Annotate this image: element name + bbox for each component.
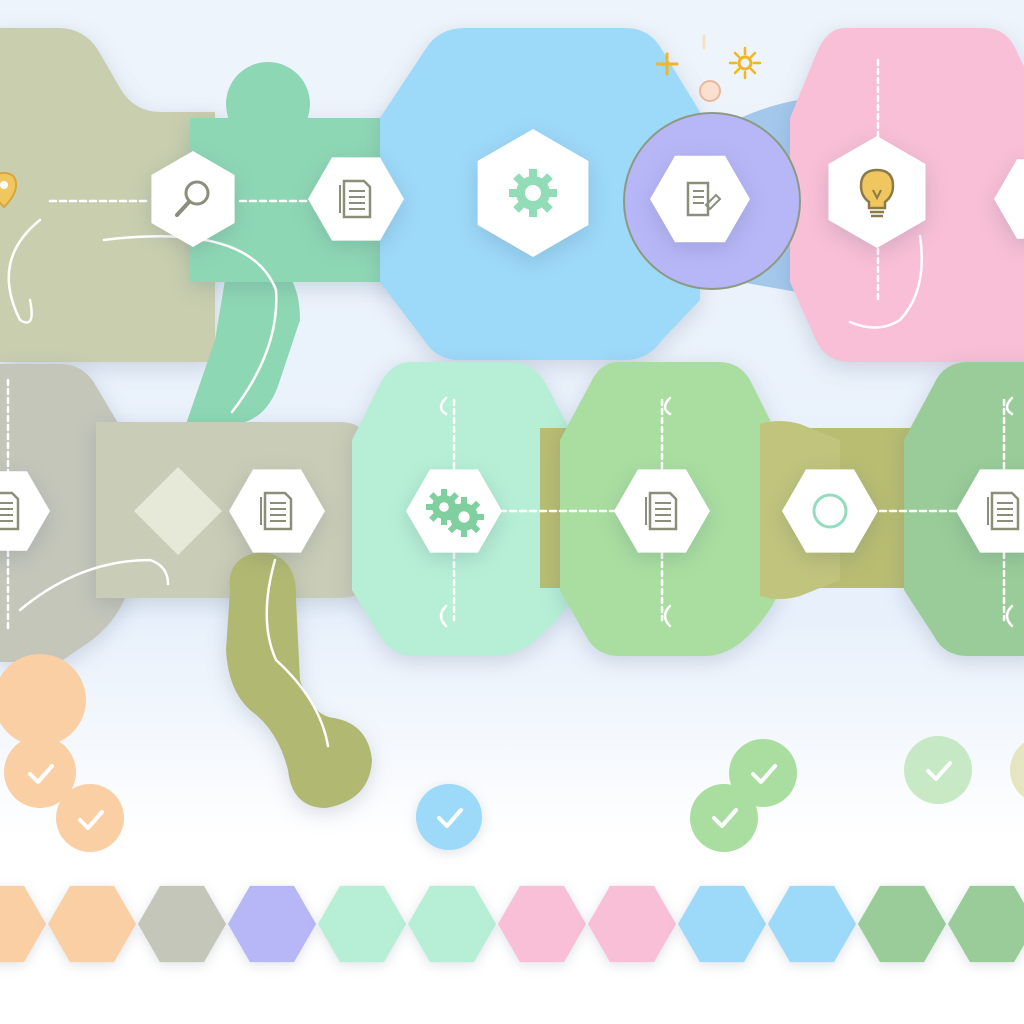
document-node[interactable] — [308, 157, 404, 241]
check-badge-peach-upper — [0, 654, 86, 808]
ring-icon — [812, 493, 848, 529]
stem-olive — [226, 552, 372, 808]
location-pin-node[interactable] — [0, 171, 18, 209]
document-node-four[interactable] — [956, 469, 1024, 553]
sun-rays-icon — [728, 46, 762, 80]
document-node-hexagon — [308, 157, 404, 241]
document-node-left-hexagon — [0, 471, 50, 551]
ring-node[interactable] — [782, 469, 878, 553]
swatch-hexagon-8 — [588, 885, 676, 963]
partial-node[interactable] — [994, 159, 1024, 239]
swatch-hexagon-1 — [0, 885, 46, 963]
hook-2 — [439, 604, 448, 628]
check-badge-peach-lower — [56, 784, 124, 852]
gears-node[interactable] — [406, 469, 502, 553]
document-node-left[interactable] — [0, 471, 50, 551]
swatch-hexagon-6 — [408, 885, 496, 963]
location-pin-icon — [0, 171, 18, 209]
sparkle-decoration — [655, 34, 762, 102]
gears-icon — [426, 489, 484, 537]
bottom-row-bands — [0, 362, 1024, 808]
hook-5 — [1005, 396, 1014, 416]
check-icon — [712, 808, 738, 828]
sun-sparkle-icon — [737, 55, 753, 71]
nodes-layer — [0, 129, 1024, 555]
plus-sparkle-icon — [655, 52, 679, 76]
swatch-hexagon-5 — [318, 885, 406, 963]
gear-icon — [509, 169, 557, 217]
swatch-hexagon-2 — [48, 885, 136, 963]
document-node-two-hexagon — [229, 469, 325, 553]
check-badge-faded — [904, 736, 1024, 804]
check-icon — [437, 808, 463, 828]
stem-mint — [186, 250, 300, 424]
check-badge-green-lower — [690, 784, 758, 852]
check-badge-blue — [416, 784, 482, 850]
lightbulb-icon — [859, 168, 895, 218]
hook-3 — [663, 396, 672, 416]
swatch-row — [0, 885, 1024, 963]
mint-bubble — [226, 62, 310, 146]
search-node-hexagon — [151, 151, 235, 247]
settings-node[interactable] — [477, 129, 589, 257]
search-node[interactable] — [151, 151, 235, 247]
curve-greysage — [18, 558, 170, 612]
edit-document-icon — [686, 181, 722, 217]
diamond-marker[interactable] — [134, 467, 222, 555]
swatch-hexagon-12 — [948, 885, 1024, 963]
document-icon — [339, 179, 372, 219]
curve-pink — [848, 234, 924, 329]
document-icon — [645, 491, 678, 531]
document-node-four-hexagon — [956, 469, 1024, 553]
swatch-hexagon-7 — [498, 885, 586, 963]
hook-4 — [663, 604, 672, 628]
edit-document-node[interactable] — [650, 155, 750, 243]
ring-node-hexagon — [782, 469, 878, 553]
swatch-hexagon-10 — [768, 885, 856, 963]
swatch-hexagon-9 — [678, 885, 766, 963]
swatch-hexagon-3 — [138, 885, 226, 963]
document-icon — [0, 491, 20, 531]
document-node-three[interactable] — [614, 469, 710, 553]
check-icon — [78, 810, 104, 830]
magnifier-icon — [175, 180, 210, 217]
edit-document-node-hexagon — [650, 155, 750, 243]
peach-orb-icon — [699, 80, 721, 102]
check-icon — [28, 764, 54, 784]
partial-node-hexagon — [994, 159, 1024, 239]
check-icon — [926, 761, 952, 781]
hook-1 — [439, 396, 448, 416]
curve-olive-stem — [265, 558, 330, 748]
check-badge-green-upper — [729, 739, 797, 807]
document-icon — [260, 491, 293, 531]
document-node-three-hexagon — [614, 469, 710, 553]
document-icon — [987, 491, 1020, 531]
idea-node[interactable] — [828, 136, 926, 248]
hook-6 — [1005, 604, 1014, 628]
check-badges — [0, 654, 1024, 852]
diamond-icon — [134, 467, 222, 555]
curve-top-left — [7, 218, 42, 324]
swatch-hexagon-11 — [858, 885, 946, 963]
swatch-hexagon-4 — [228, 885, 316, 963]
band-sage-top — [0, 28, 215, 362]
check-icon — [751, 764, 777, 784]
document-node-two[interactable] — [229, 469, 325, 553]
